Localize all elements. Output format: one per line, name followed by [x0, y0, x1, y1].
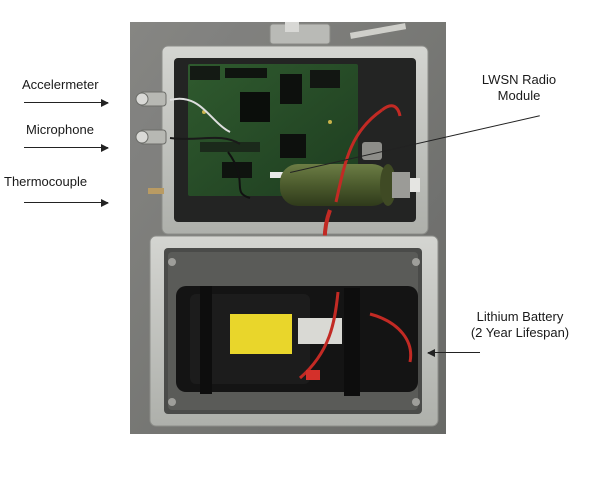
battery-arrow	[427, 348, 480, 357]
radio-module-label-line1: LWSN Radio	[481, 72, 557, 87]
thermocouple-arrow	[24, 198, 109, 207]
battery-label: Lithium Battery (2 Year Lifespan)	[458, 309, 582, 341]
radio-module-label: LWSN Radio Module	[474, 72, 564, 104]
accelerometer-arrow	[24, 98, 109, 107]
microphone-arrow	[24, 143, 109, 152]
battery-label-line2: (2 Year Lifespan)	[470, 325, 570, 340]
radio-module-label-line2: Module	[497, 88, 541, 103]
microphone-label: Microphone	[26, 122, 94, 137]
battery-label-line1: Lithium Battery	[476, 309, 564, 324]
thermocouple-label: Thermocouple	[4, 174, 88, 189]
sensor-enclosure-photo	[130, 22, 446, 434]
accelerometer-label: Accelermeter	[22, 77, 99, 92]
